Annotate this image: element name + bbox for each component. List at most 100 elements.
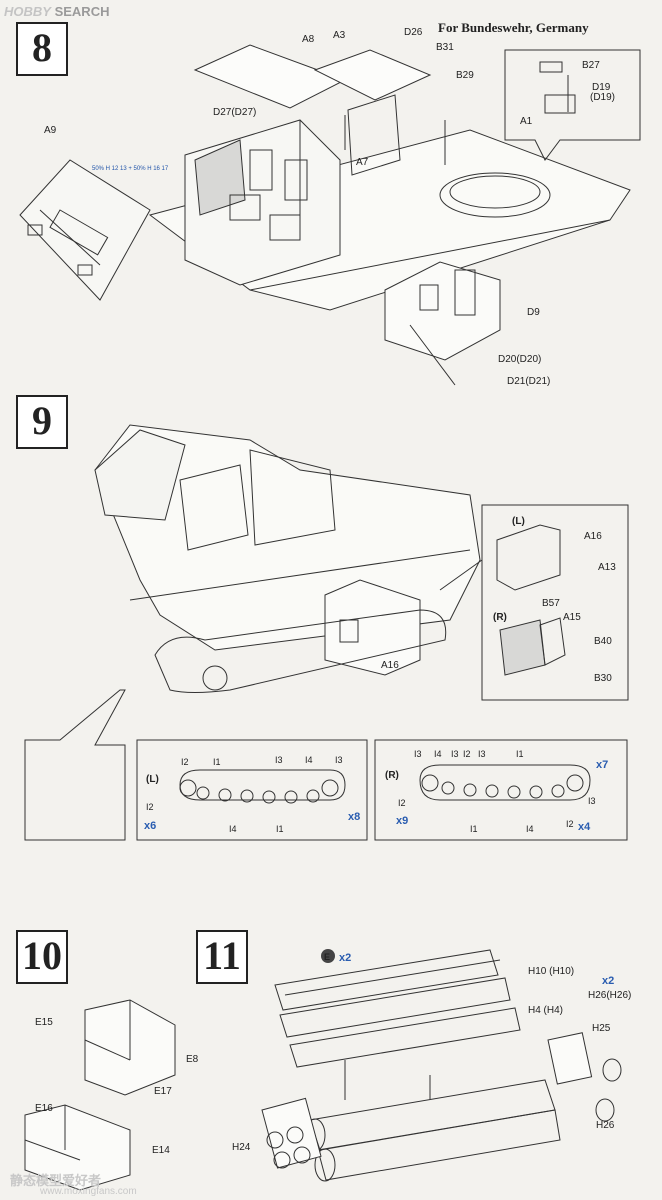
track-left-i2a: I2 xyxy=(181,757,189,767)
track-left-i3b: I3 xyxy=(335,755,343,765)
track-inset-right xyxy=(374,739,628,841)
tracks-left-tag: (L) xyxy=(146,774,159,785)
tracks-left-mult-a: x6 xyxy=(144,820,156,832)
label-b30: B30 xyxy=(594,673,612,684)
tracks-right-tag: (R) xyxy=(385,770,399,781)
hobby-watermark-text: HOBBY xyxy=(4,4,51,19)
track-right-i1a: I1 xyxy=(516,749,524,759)
label-a1: A1 xyxy=(520,116,533,127)
cap-plate-h25 xyxy=(547,1032,593,1085)
tracks-right-mult-b: x9 xyxy=(396,815,408,827)
label-a7: A7 xyxy=(356,157,369,168)
rack-multiplier: x2 xyxy=(602,975,614,987)
label-b57: B57 xyxy=(542,598,560,609)
right-road-wheels xyxy=(421,774,584,799)
door-d9 xyxy=(384,261,501,361)
cap-h26-a xyxy=(602,1058,622,1082)
track-inset-piece xyxy=(24,689,126,841)
track-right-i2c: I2 xyxy=(566,819,574,829)
track-right-i4b: I4 xyxy=(526,824,534,834)
track-left-i2b: I2 xyxy=(146,802,154,812)
label-h25: H25 xyxy=(592,1023,611,1034)
turret-ring xyxy=(439,172,551,218)
label-h10: H10 (H10) xyxy=(528,966,574,977)
track-left-i1a: I1 xyxy=(213,757,221,767)
label-e8: E8 xyxy=(186,1054,199,1065)
step-number-8: 8 xyxy=(16,22,68,76)
track-left-i1b: I1 xyxy=(276,824,284,834)
label-h26-bottom: H26 xyxy=(596,1120,615,1131)
rocket-tubes-upper xyxy=(274,949,521,1068)
label-a8: A8 xyxy=(302,34,315,45)
label-d21: D21(D21) xyxy=(507,376,550,387)
label-a9: A9 xyxy=(44,125,57,136)
tracks-left-labels: (L) I2 I1 I3 I4 I3 I2 I4 I1 x6 x8 xyxy=(144,755,360,834)
label-h24: H24 xyxy=(232,1142,251,1153)
track-right-i3d: I3 xyxy=(588,796,596,806)
sprue-multiplier: x2 xyxy=(339,952,351,964)
tracks-right-labels: (R) I3 I4 I3 I2 I3 I1 I2 I1 I4 I2 I3 x7 … xyxy=(385,749,608,834)
tracks-left-mult-b: x8 xyxy=(348,811,360,823)
footer-watermark-url: www.moxingfans.com xyxy=(40,1186,137,1197)
label-b27: B27 xyxy=(582,60,600,71)
label-d19: D19 xyxy=(592,82,611,93)
left-road-wheels xyxy=(179,779,339,804)
step9-labels: A16 A16 A13 B57 A15 B40 B30 (L) (R) xyxy=(381,516,616,684)
track-right-i4a: I4 xyxy=(434,749,442,759)
track-left-i4a: I4 xyxy=(305,755,313,765)
track-left-i3a: I3 xyxy=(275,755,283,765)
label-e14: E14 xyxy=(152,1145,170,1156)
plate-a3 xyxy=(313,49,432,101)
tracks-right-mult-a: x7 xyxy=(596,759,608,771)
rocket-tubes-lower xyxy=(304,1079,561,1182)
site-watermark: HOBBY SEARCH xyxy=(4,4,109,19)
label-a16: A16 xyxy=(381,660,399,671)
label-d20: D20(D20) xyxy=(498,354,541,365)
label-d27: D27(D27) xyxy=(213,107,256,118)
step-number-11: 11 xyxy=(196,930,248,984)
step-number-10: 10 xyxy=(16,930,68,984)
label-d26: D26 xyxy=(404,27,423,38)
label-b31: B31 xyxy=(436,42,454,53)
label-d19-alt: (D19) xyxy=(590,92,615,103)
detail-inset-8 xyxy=(504,49,641,161)
label-h4: H4 (H4) xyxy=(528,1005,563,1016)
track-left-i4b: I4 xyxy=(229,824,237,834)
bundeswehr-note: For Bundeswehr, Germany xyxy=(438,20,589,35)
label-b40: B40 xyxy=(594,636,612,647)
footer-watermark-cn: 静态模型爱好者 xyxy=(10,1173,102,1188)
sprue-letter: E xyxy=(324,952,330,962)
step-number-9: 9 xyxy=(16,395,68,449)
cap-h26-b xyxy=(595,1098,615,1122)
label-a15: A15 xyxy=(563,612,581,623)
track-right-i1b: I1 xyxy=(470,824,478,834)
front-frame-a9 xyxy=(19,159,151,301)
label-a16-inset: A16 xyxy=(584,531,602,542)
track-right-i3c: I3 xyxy=(478,749,486,759)
label-e17: E17 xyxy=(154,1086,172,1097)
paint-ratio-text: 50% H 12 13 + 50% H 16 17 xyxy=(92,166,169,172)
track-right-i2b: I2 xyxy=(398,798,406,808)
label-e15: E15 xyxy=(35,1017,53,1028)
label-a3: A3 xyxy=(333,30,346,41)
label-e16: E16 xyxy=(35,1103,53,1114)
track-right-i2a: I2 xyxy=(463,749,471,759)
inset-tag-left: (L) xyxy=(512,516,525,527)
label-d9: D9 xyxy=(527,307,540,318)
step11-labels: E x2 x2 H10 (H10) H4 (H4) H26(H26) H25 H… xyxy=(232,949,631,1153)
step10-labels: E15 E8 E17 E16 E14 xyxy=(35,1017,199,1156)
step8-labels: A8 A3 D26 B31 B29 B27 D19 (D19) A1 D27(D… xyxy=(44,27,615,387)
tracks-right-mult-c: x4 xyxy=(578,821,591,833)
label-a13: A13 xyxy=(598,562,616,573)
sprue-badge xyxy=(321,949,335,963)
track-inset-left xyxy=(136,739,368,841)
inset-tag-right: (R) xyxy=(493,612,507,623)
label-b29: B29 xyxy=(456,70,474,81)
roof-plate-a8 xyxy=(193,44,347,109)
search-watermark-text: SEARCH xyxy=(54,4,110,19)
track-right-i3b: I3 xyxy=(451,749,459,759)
label-h26-top: H26(H26) xyxy=(588,990,631,1001)
detail-inset-9 xyxy=(481,504,629,701)
